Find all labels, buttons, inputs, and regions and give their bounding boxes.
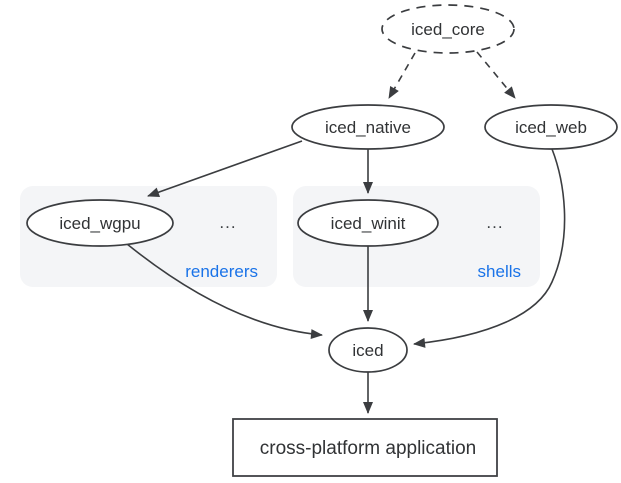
edge-iced_native-to-iced_wgpu — [147, 140, 303, 198]
edge-iced_core-to-iced_web — [476, 51, 516, 99]
iced_web-label: iced_web — [515, 118, 587, 137]
shells-group-label: shells — [478, 262, 521, 281]
iced_web-ellipse — [484, 104, 618, 150]
iced_native-ellipse — [291, 104, 445, 150]
iced_winit-label: iced_winit — [331, 214, 406, 233]
iced_core-ellipse — [381, 4, 515, 54]
renderers-group-label: renderers — [185, 262, 258, 281]
edge-iced_core-to-iced_native — [388, 52, 416, 99]
edge-iced_wgpu-to-iced — [126, 243, 323, 340]
renderers-ellipsis: ... — [219, 213, 236, 232]
shells-ellipsis: ... — [486, 213, 503, 232]
iced_wgpu-ellipse — [26, 199, 174, 247]
iced_native-label: iced_native — [325, 118, 411, 137]
node-iced_winit: iced_winit — [297, 199, 439, 247]
node-iced_web: iced_web — [484, 104, 618, 150]
node-iced: iced — [328, 327, 408, 373]
iced_winit-ellipse — [297, 199, 439, 247]
node-iced_core: iced_core — [381, 4, 515, 54]
node-iced_native: iced_native — [291, 104, 445, 150]
app-label: cross-platform application — [260, 438, 476, 459]
app-rect — [232, 418, 498, 477]
iced-label: iced — [352, 341, 383, 360]
node-cross-platform-application: cross-platform application — [232, 418, 498, 477]
iced-ellipse — [328, 327, 408, 373]
node-iced_wgpu: iced_wgpu — [26, 199, 174, 247]
iced_core-label: iced_core — [411, 20, 485, 39]
edge-iced_web-to-iced — [413, 148, 566, 348]
iced_wgpu-label: iced_wgpu — [59, 214, 140, 233]
